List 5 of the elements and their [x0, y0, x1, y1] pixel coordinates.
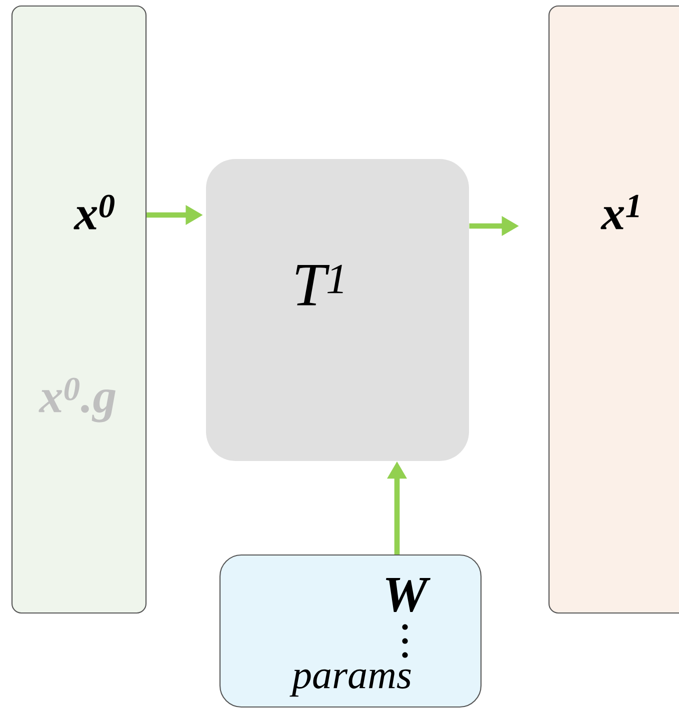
math-label: x$^{0}$ — [74, 194, 114, 230]
math-label: T$^{1}$ — [296, 264, 343, 306]
math-label: params — [290, 669, 411, 697]
math-label: x$^{1}$ — [600, 194, 639, 230]
math-label: W — [386, 578, 430, 612]
